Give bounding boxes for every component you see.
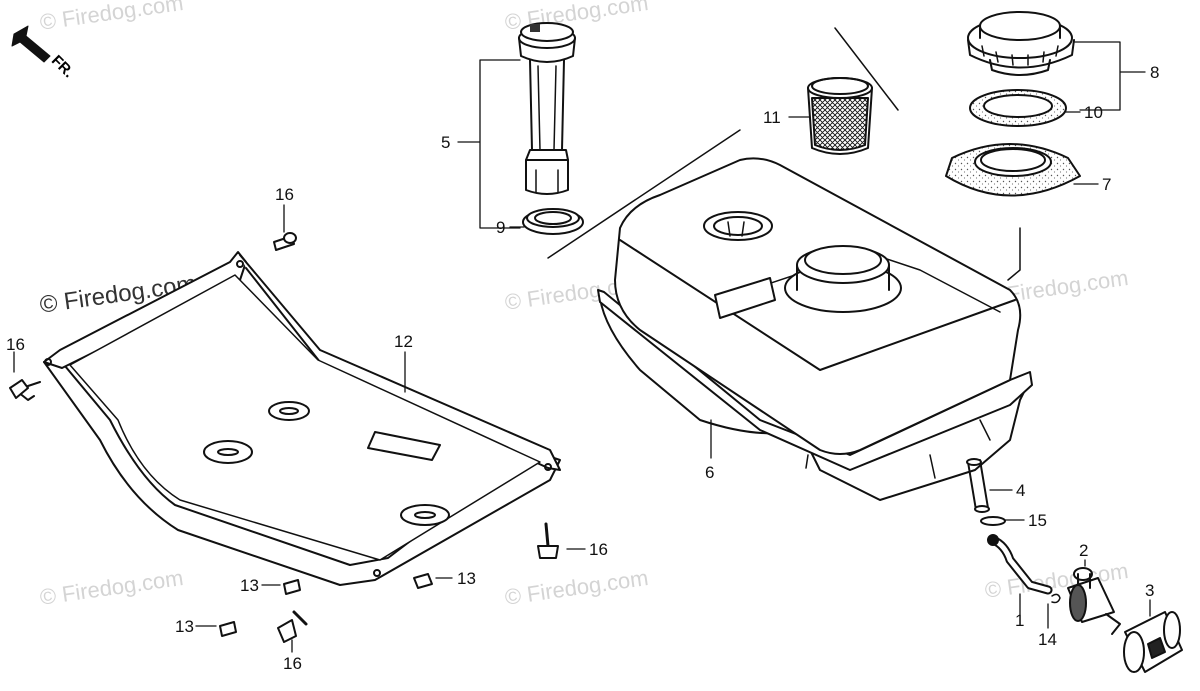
callout-11: 11	[763, 108, 781, 127]
bolt	[9, 379, 41, 401]
nut	[219, 621, 237, 637]
callout-2: 2	[1079, 541, 1089, 560]
callout-13: 13	[175, 617, 194, 636]
fuel-strainer	[807, 77, 873, 155]
fuel-joint	[966, 458, 990, 513]
callout-15: 15	[1028, 511, 1047, 530]
callout-9: 9	[496, 218, 506, 237]
hose-clip	[1051, 593, 1061, 604]
leader-lines	[13, 41, 1151, 653]
gauge-gasket	[522, 208, 584, 235]
callout-13: 13	[457, 569, 476, 588]
callout-12: 12	[394, 332, 413, 351]
callout-6: 6	[705, 463, 715, 482]
callout-13: 13	[240, 576, 259, 595]
fuel-cock-knob	[1123, 611, 1183, 673]
callout-1: 1	[1015, 611, 1025, 630]
fuel-tank	[597, 157, 1033, 501]
tank-cap	[967, 11, 1075, 76]
nut	[413, 573, 433, 589]
callout-14: 14	[1038, 630, 1057, 649]
skid-plate	[43, 251, 561, 586]
callout-10: 10	[1084, 103, 1103, 122]
o-ring	[980, 516, 1006, 526]
nut	[283, 579, 301, 595]
callout-8: 8	[1150, 63, 1160, 82]
callout-4: 4	[1016, 481, 1026, 500]
callout-16: 16	[283, 654, 302, 673]
fuel-hose	[987, 534, 1053, 595]
callout-5: 5	[441, 133, 451, 152]
callout-16: 16	[589, 540, 608, 559]
fuel-gauge	[518, 22, 576, 195]
callout-3: 3	[1145, 581, 1155, 600]
bolt	[277, 610, 308, 643]
callout-16: 16	[275, 185, 294, 204]
callout-7: 7	[1102, 175, 1112, 194]
filler-seal	[945, 143, 1081, 197]
cap-gasket	[969, 89, 1067, 127]
front-direction-arrow-icon	[11, 25, 51, 63]
bolt	[273, 232, 297, 251]
fuel-valve	[1067, 567, 1121, 635]
bolt	[537, 522, 559, 559]
callout-16: 16	[6, 335, 25, 354]
